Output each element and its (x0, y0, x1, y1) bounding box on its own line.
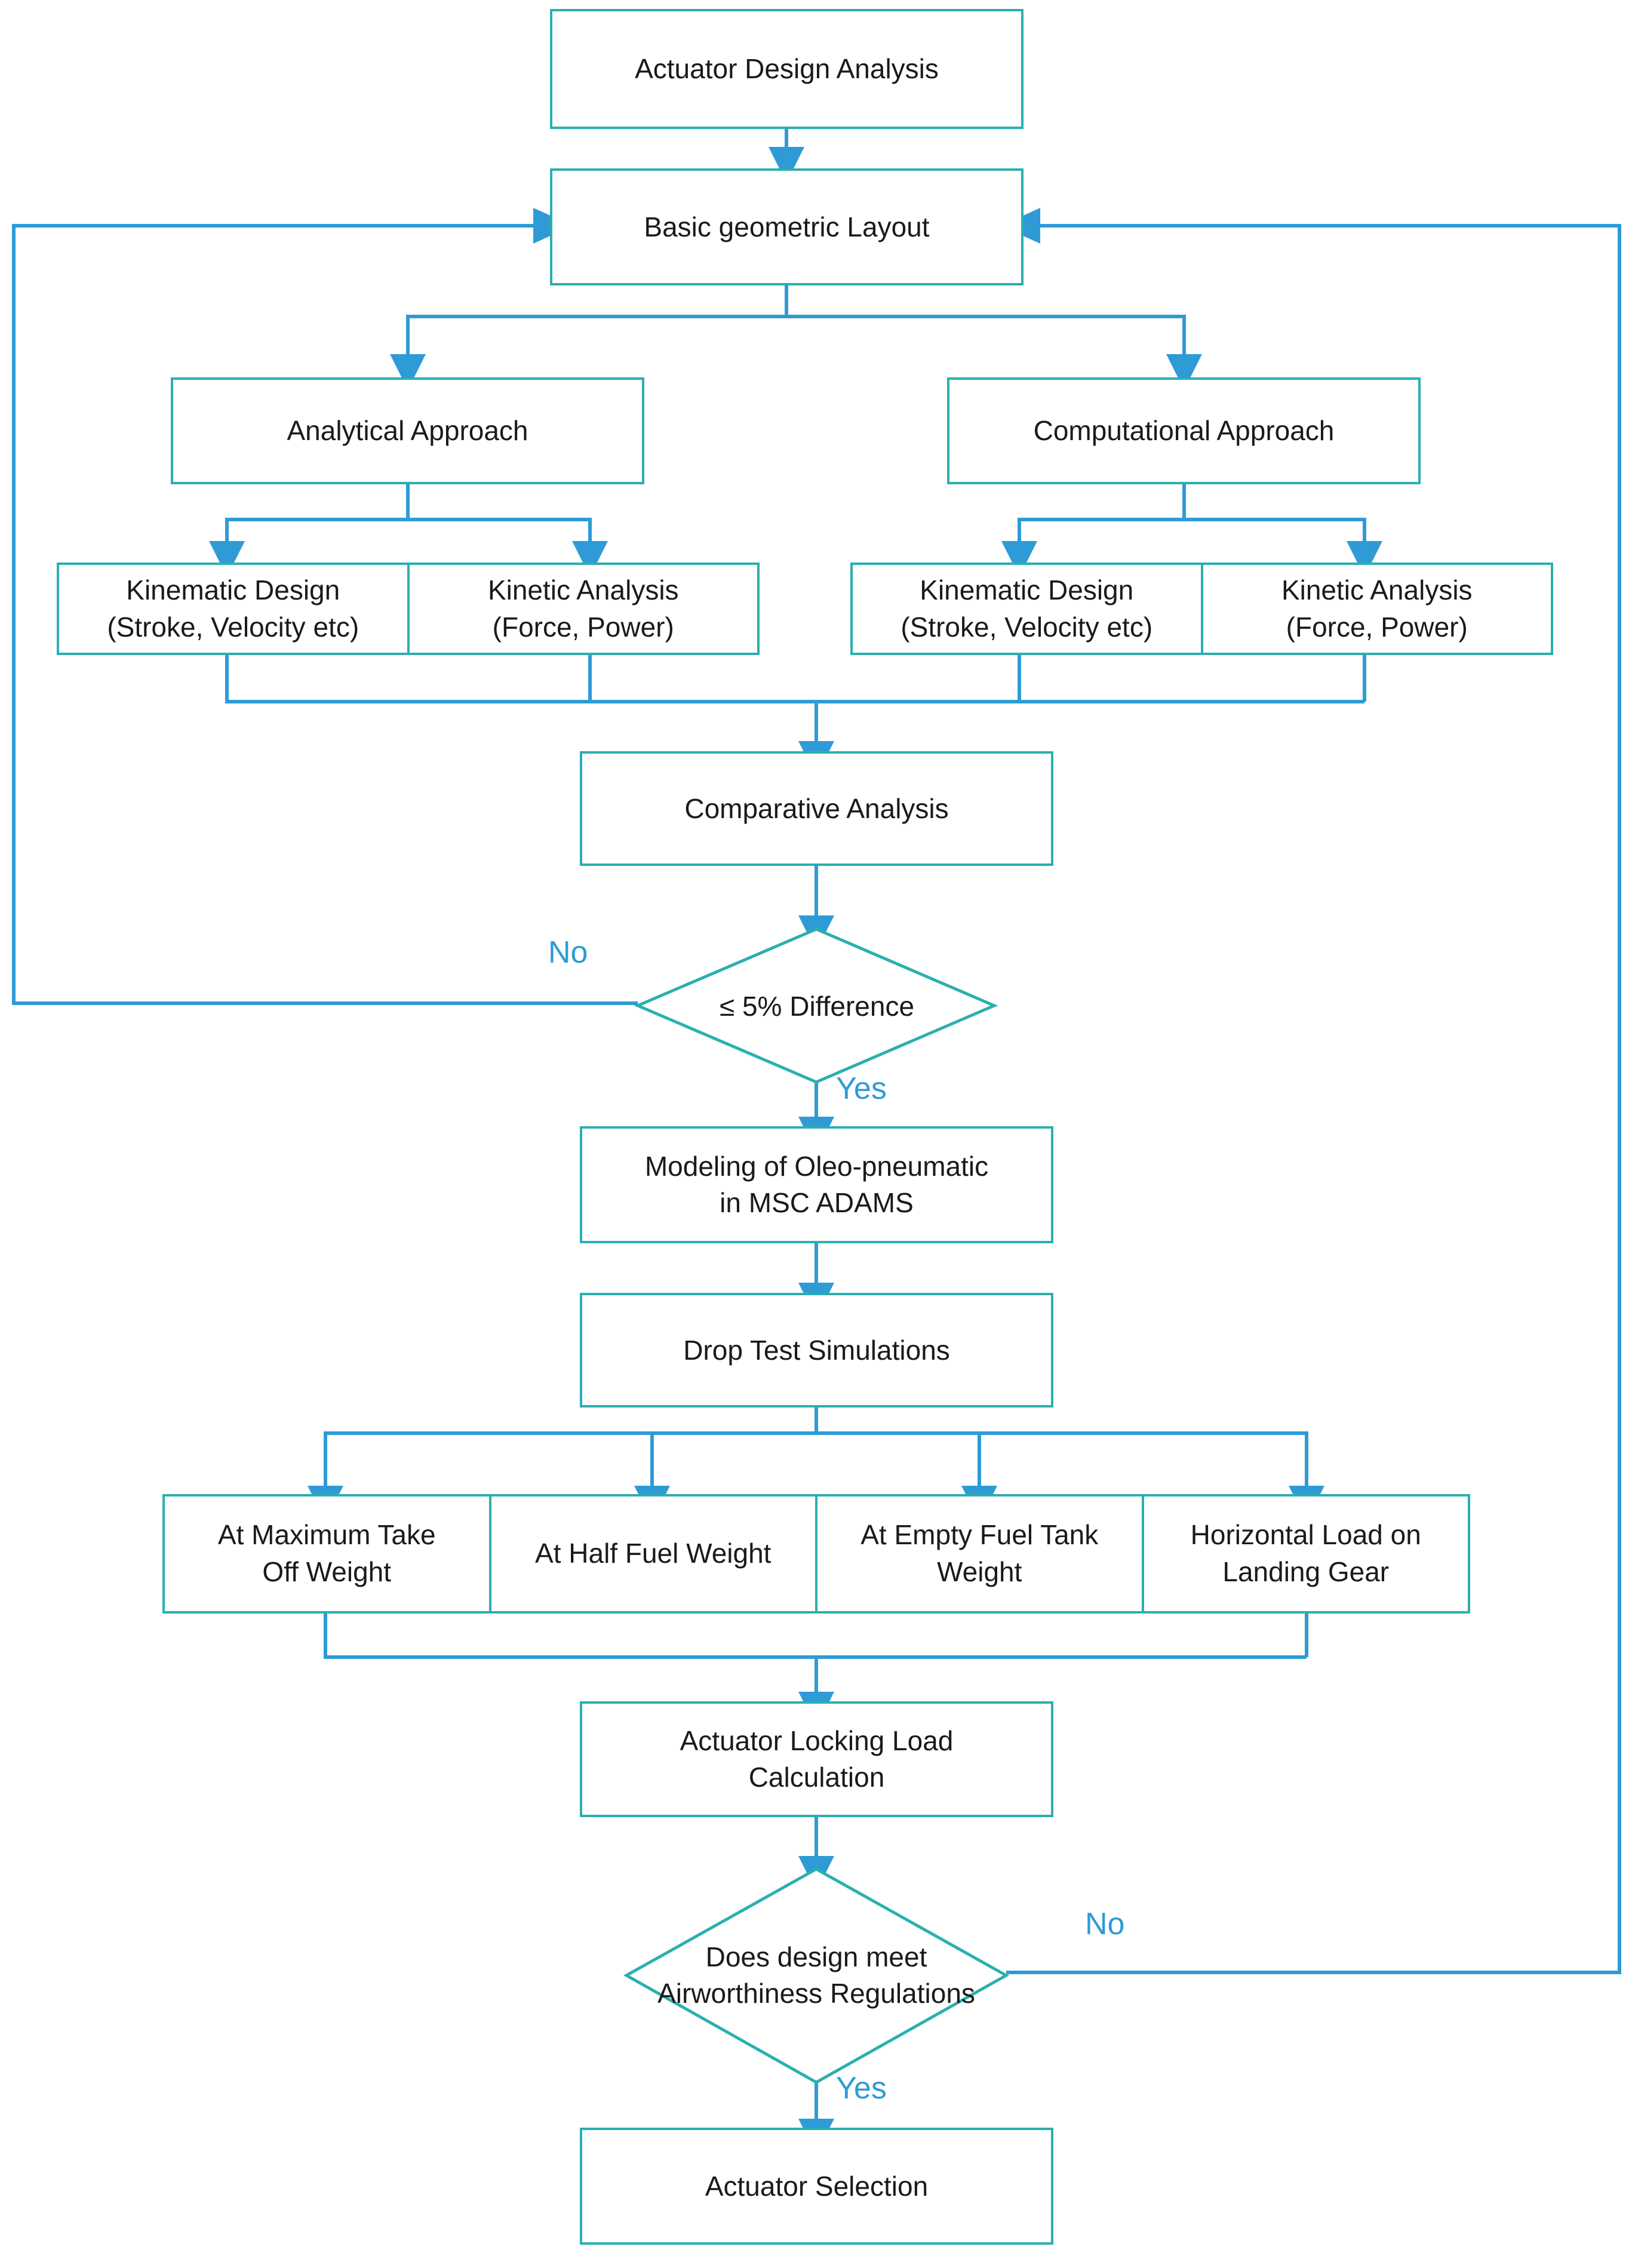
node-label-line2: (Stroke, Velocity etc) (900, 611, 1153, 643)
edge-droptest-to-case2 (325, 1431, 670, 1522)
edge-computational-to-kinetic (1184, 518, 1382, 577)
node-case-maximum-takeoff-weight[interactable]: At Maximum Take Off Weight (165, 1496, 489, 1611)
node-label-line1: Kinetic Analysis (1281, 574, 1473, 606)
edge-droptest-to-case1 (308, 1406, 818, 1522)
node-label: Actuator Design Analysis (635, 53, 939, 85)
node-label-line1: At Maximum Take (217, 1519, 436, 1551)
node-computational-kinematic-design[interactable]: Kinematic Design (Stroke, Velocity etc) (853, 565, 1201, 653)
node-label-line2: Landing Gear (1222, 1556, 1390, 1587)
node-basic-geometric-layout[interactable]: Basic geometric Layout (550, 168, 1024, 285)
node-computational-kinetic-analysis[interactable]: Kinetic Analysis (Force, Power) (1200, 565, 1551, 653)
node-actuator-locking-load-calculation[interactable]: Actuator Locking Load Calculation (580, 1701, 1053, 1817)
node-label-line1: Kinematic Design (920, 574, 1134, 606)
node-modeling-oleo-pneumatic[interactable]: Modeling of Oleo-pneumatic in MSC ADAMS (580, 1126, 1053, 1243)
edge-label-difference-no: No (548, 935, 588, 970)
airworthiness-decision-diamond (623, 1867, 1010, 2084)
node-label: Analytical Approach (287, 415, 528, 447)
edge-label-difference-yes: Yes (836, 1071, 887, 1106)
edge-droptest-to-case4 (979, 1431, 1324, 1522)
node-label: Drop Test Simulations (683, 1334, 950, 1366)
node-label: Actuator Selection (705, 2170, 929, 2202)
difference-decision-diamond (634, 927, 998, 1084)
edge-label-airworthiness-yes: Yes (836, 2071, 887, 2106)
node-label-line1: Actuator Locking Load (680, 1725, 954, 1757)
analytical-subbox-group: Kinematic Design (Stroke, Velocity etc) … (57, 563, 760, 655)
node-comparative-analysis[interactable]: Comparative Analysis (580, 751, 1053, 866)
node-actuator-selection[interactable]: Actuator Selection (580, 2128, 1053, 2245)
node-computational-approach[interactable]: Computational Approach (947, 377, 1421, 484)
node-case-horizontal-load-landing-gear[interactable]: Horizontal Load on Landing Gear (1141, 1496, 1468, 1611)
node-actuator-design-analysis[interactable]: Actuator Design Analysis (550, 9, 1024, 129)
node-label-line2: Off Weight (262, 1556, 392, 1587)
node-label: Computational Approach (1033, 415, 1335, 447)
edge-layout-to-analytical (390, 285, 788, 390)
node-label-line1: At Empty Fuel Tank (860, 1519, 1099, 1551)
node-label-line1: Kinetic Analysis (487, 574, 679, 606)
node-analytical-kinematic-design[interactable]: Kinematic Design (Stroke, Velocity etc) (59, 565, 407, 653)
edge-airworthiness-no-loop (1001, 208, 1621, 1974)
node-label-line2: Weight (937, 1556, 1022, 1587)
node-label-line1: Horizontal Load on (1190, 1519, 1421, 1551)
node-label-line1: Kinematic Design (126, 574, 340, 606)
node-label: Comparative Analysis (684, 792, 949, 824)
edge-label-airworthiness-no: No (1085, 1907, 1125, 1941)
node-label-line2: (Force, Power) (1286, 611, 1468, 643)
node-analytical-kinetic-analysis[interactable]: Kinetic Analysis (Force, Power) (407, 565, 758, 653)
node-label-line2: (Force, Power) (492, 611, 674, 643)
edge-cases-merge-bar (324, 1612, 1307, 1659)
edge-decision-no-loop (12, 208, 638, 1005)
node-label-line1: Modeling of Oleo-pneumatic (644, 1151, 989, 1182)
edge-analytical-to-kinetic (408, 518, 608, 577)
node-drop-test-simulations[interactable]: Drop Test Simulations (580, 1293, 1053, 1407)
node-case-half-fuel-weight[interactable]: At Half Fuel Weight (488, 1496, 816, 1611)
edge-droptest-to-case3 (652, 1431, 997, 1522)
computational-subbox-group: Kinematic Design (Stroke, Velocity etc) … (850, 563, 1553, 655)
node-label-line2: in MSC ADAMS (720, 1187, 914, 1218)
edge-merge-bar (225, 654, 1364, 703)
node-case-empty-fuel-tank-weight[interactable]: At Empty Fuel Tank Weight (815, 1496, 1142, 1611)
edge-layout-to-computational (786, 315, 1202, 390)
edge-computational-to-kinematic (1001, 484, 1186, 577)
node-label-line1: At Half Fuel Weight (535, 1538, 772, 1569)
edge-analytical-to-kinematic (209, 484, 410, 577)
drop-test-case-group: At Maximum Take Off Weight At Half Fuel … (162, 1494, 1470, 1614)
node-label-line2: Calculation (748, 1762, 885, 1793)
node-label-line2: (Stroke, Velocity etc) (107, 611, 359, 643)
node-label: Basic geometric Layout (644, 211, 930, 242)
node-analytical-approach[interactable]: Analytical Approach (171, 377, 644, 484)
